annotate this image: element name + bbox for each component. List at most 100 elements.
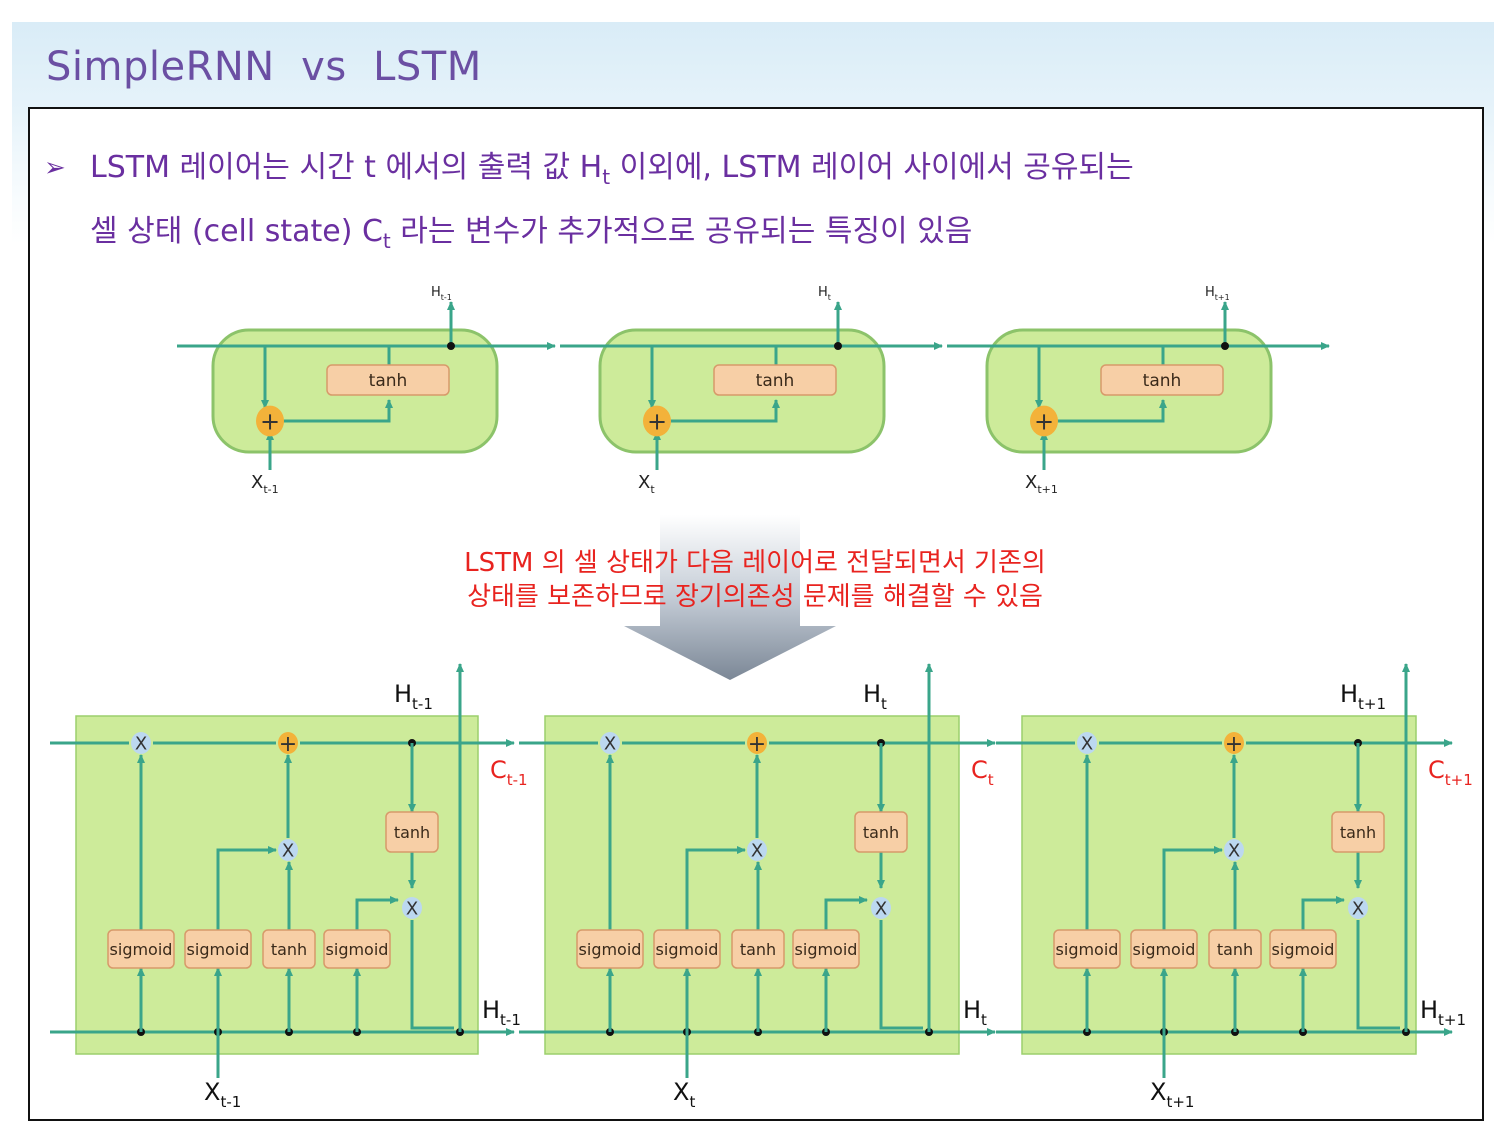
gate-box-1: sigmoid (107, 929, 175, 969)
lstm-side-h-label-sub: t (981, 1011, 987, 1029)
rnn-output-label: Ht (818, 285, 831, 302)
gate-box-4: sigmoid (323, 929, 391, 969)
cell-tanh-box: tanh (854, 811, 908, 853)
rnn-input-label-base: X (1025, 472, 1037, 493)
gate-box-1-shape (1053, 929, 1121, 969)
bullet-line-1-pre: LSTM 레이어는 시간 t 에서의 출력 값 H (90, 150, 603, 185)
input-mult-op-shape (747, 839, 767, 861)
plus-to-tanh (670, 399, 780, 423)
input-mult-op-shape (278, 839, 298, 861)
tanh-to-output (387, 344, 451, 365)
gate-box-2-label: sigmoid (656, 940, 719, 959)
tanh-to-output (774, 344, 838, 365)
gate-box-4-label: sigmoid (1272, 940, 1335, 959)
rnn-plus-op-shape (256, 405, 284, 437)
output-mult-op: X (871, 897, 891, 919)
lstm-side-h-label: Ht-1 (482, 996, 521, 1029)
gate-box-1-label: sigmoid (1056, 940, 1119, 959)
rnn-plus-op-label: + (1034, 408, 1054, 436)
gate-box-3-shape (731, 929, 785, 969)
rnn-input-label-base: X (251, 472, 263, 493)
cell-tanh-box-label: tanh (394, 823, 430, 842)
rnn-input-label-sub: t (650, 483, 655, 496)
output-mult-op: X (402, 897, 422, 919)
mult-to-hidden (1356, 920, 1400, 1030)
slide-title: SimpleRNN vs LSTM (46, 44, 482, 90)
rnn-cell-1: tanh+Ht-1Xt-1 (177, 285, 556, 496)
gate-box-4-shape (323, 929, 391, 969)
lstm-c-label: Ct (971, 756, 994, 789)
forget-mult-op-shape (1077, 732, 1097, 754)
input-mult-op: X (1224, 839, 1244, 861)
gate-box-1: sigmoid (576, 929, 644, 969)
rnn-plus-op-label: + (260, 408, 280, 436)
gate-box-3: tanh (1208, 929, 1262, 969)
gate-box-1-shape (107, 929, 175, 969)
cell-plus-op-shape (278, 732, 298, 754)
cell-plus-op: + (278, 732, 298, 757)
cell-tanh-box-shape (854, 811, 908, 853)
bullet-line-2: 셀 상태 (cell state) Ct 라는 변수가 추가적으로 공유되는 특… (90, 200, 972, 273)
lstm-cell-body (75, 715, 479, 1055)
junction-dot (834, 342, 842, 350)
forget-mult-op: X (600, 732, 620, 754)
input-mult-op: X (747, 839, 767, 861)
rnn-tanh-box: tanh (326, 364, 450, 396)
cell-plus-op-label: + (279, 732, 297, 757)
lstm-side-h-label-sub: t+1 (1438, 1011, 1466, 1029)
rnn-output-label-sub: t (828, 293, 831, 302)
output-mult-op-label: X (1352, 898, 1364, 919)
cell-plus-op: + (1224, 732, 1244, 757)
gate-box-3-shape (1208, 929, 1262, 969)
rnn-input-label: Xt (638, 472, 655, 496)
gate-box-4-shape (1269, 929, 1337, 969)
lstm-c-label-base: C (1428, 756, 1445, 784)
rnn-tanh-box-label: tanh (1143, 371, 1182, 391)
rnn-cell-3: tanh+Ht+1Xt+1 (947, 285, 1330, 496)
gate-box-2-label: sigmoid (1133, 940, 1196, 959)
output-mult-op-shape (871, 897, 891, 919)
rnn-input-label-base: X (638, 472, 650, 493)
lstm-side-h-label: Ht+1 (1420, 996, 1466, 1029)
output-mult-op-label: X (406, 898, 418, 919)
rnn-input-label: Xt+1 (1025, 472, 1058, 496)
lstm-side-h-label: Ht (963, 996, 987, 1029)
gate-box-3: tanh (731, 929, 785, 969)
cell-tanh-box-shape (385, 811, 439, 853)
gate-box-2: sigmoid (1130, 929, 1198, 969)
cell-plus-op-shape (747, 732, 767, 754)
rnn-plus-op: + (256, 405, 284, 437)
lstm-x-label-sub: t+1 (1166, 1093, 1194, 1111)
gate-box-3-label: tanh (740, 940, 776, 959)
rnn-input-label: Xt-1 (251, 472, 279, 496)
cell-plus-op-label: + (748, 732, 766, 757)
rnn-input-label-sub: t-1 (263, 483, 278, 496)
cell-plus-op-shape (1224, 732, 1244, 754)
gate-box-4-label: sigmoid (795, 940, 858, 959)
bullet-line-2-post: 라는 변수가 추가적으로 공유되는 특징이 있음 (390, 214, 973, 249)
bullet-line-1-sub: t (602, 165, 611, 189)
gate-box-2-shape (1130, 929, 1198, 969)
gate-box-3: tanh (262, 929, 316, 969)
gate-box-3-label: tanh (1217, 940, 1253, 959)
input-gate-line (216, 846, 277, 930)
callout-text: LSTM 의 셀 상태가 다음 레이어로 전달되면서 기존의 상태를 보존하므로… (0, 546, 1510, 614)
cell-tanh-box-shape (1331, 811, 1385, 853)
rnn-plus-op-shape (1030, 405, 1058, 437)
lstm-x-label: Xt (673, 1078, 695, 1111)
cell-tanh-box: tanh (385, 811, 439, 853)
forget-mult-op-shape (600, 732, 620, 754)
input-mult-op-shape (1224, 839, 1244, 861)
lstm-x-label: Xt-1 (204, 1078, 241, 1111)
gate-box-2-shape (184, 929, 252, 969)
rnn-tanh-box: tanh (1100, 364, 1224, 396)
lstm-c-label-base: C (971, 756, 988, 784)
gate-box-4: sigmoid (1269, 929, 1337, 969)
lstm-c-label-base: C (490, 756, 507, 784)
cell-plus-op: + (747, 732, 767, 757)
output-mult-op-shape (402, 897, 422, 919)
gate-box-1-shape (576, 929, 644, 969)
gate-box-3-label: tanh (271, 940, 307, 959)
